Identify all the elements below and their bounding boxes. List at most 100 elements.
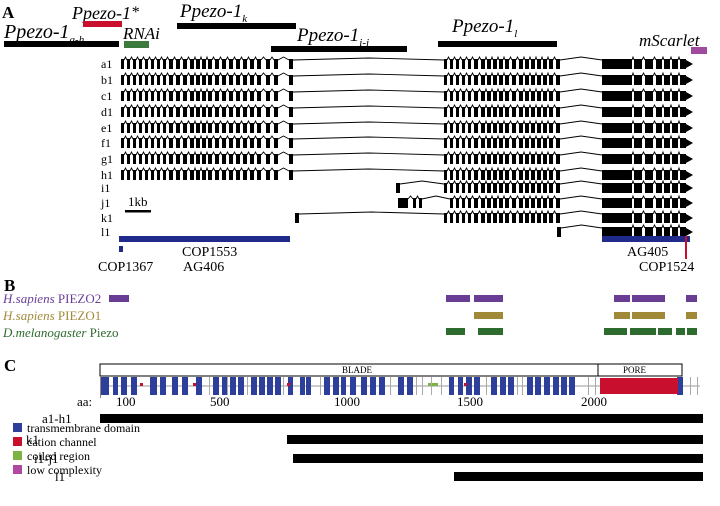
exon — [537, 198, 541, 208]
intron — [246, 103, 251, 109]
intron — [490, 103, 494, 109]
intron — [559, 56, 603, 61]
arrow-tip — [686, 199, 693, 207]
intron — [147, 71, 152, 77]
exon — [634, 198, 642, 208]
exon — [462, 170, 465, 180]
intron — [232, 134, 237, 140]
exon — [190, 91, 194, 101]
deletion-bar-ag405 — [602, 236, 690, 242]
exon — [602, 91, 632, 101]
exon — [145, 138, 148, 148]
exon — [512, 213, 516, 223]
exon — [672, 75, 678, 85]
intron — [147, 134, 152, 140]
intron — [669, 87, 673, 93]
intron — [253, 55, 258, 61]
exon — [549, 154, 553, 164]
exon — [493, 183, 497, 193]
intron — [172, 87, 177, 93]
exon — [487, 138, 491, 148]
legend-swatch — [13, 451, 22, 460]
exon — [672, 91, 678, 101]
intron — [421, 195, 451, 200]
exon — [289, 91, 293, 101]
exon — [634, 107, 642, 117]
intron — [193, 87, 197, 93]
transmembrane-domain — [553, 377, 559, 395]
exon — [525, 123, 529, 133]
exon — [531, 123, 535, 133]
intron — [522, 71, 526, 77]
exon — [215, 75, 219, 85]
exon — [266, 170, 270, 180]
exon — [543, 183, 547, 193]
intron — [669, 134, 673, 140]
intron — [292, 105, 445, 109]
intron — [661, 209, 665, 215]
exon — [257, 138, 261, 148]
intron — [269, 167, 275, 172]
probe-label-mscarlet: mScarlet — [639, 31, 701, 50]
intron — [260, 151, 267, 156]
exon — [266, 75, 270, 85]
exon — [525, 91, 529, 101]
intron — [522, 194, 526, 200]
exon — [634, 213, 642, 223]
intron — [540, 194, 544, 200]
probe-bar-ppezo-ij — [271, 46, 407, 52]
exon — [519, 107, 523, 117]
intron — [477, 119, 482, 125]
intron — [211, 119, 216, 125]
intron — [502, 194, 506, 200]
intron — [484, 209, 488, 215]
intron — [534, 150, 538, 156]
exon — [531, 107, 535, 117]
isoform-label: e1 — [101, 121, 112, 135]
intron — [522, 150, 526, 156]
exon — [474, 183, 478, 193]
intron — [292, 57, 445, 61]
exon — [163, 59, 166, 69]
intron — [470, 194, 475, 200]
species-label-dm-piezo: D.melanogaster Piezo — [2, 325, 119, 340]
intron — [470, 150, 475, 156]
intron — [540, 134, 544, 140]
intron — [508, 119, 513, 125]
intron — [522, 134, 526, 140]
intron — [225, 166, 230, 172]
legend-swatch — [13, 437, 22, 446]
intron — [464, 179, 469, 185]
exon — [680, 91, 686, 101]
intron — [147, 166, 152, 172]
exon — [468, 59, 471, 69]
exon — [202, 138, 206, 148]
low-complexity-mark — [193, 383, 196, 386]
intron — [153, 166, 158, 172]
homology-block-1 — [614, 312, 630, 319]
exon — [602, 59, 632, 69]
intron — [502, 134, 506, 140]
intron — [135, 166, 140, 172]
transmembrane-domain — [474, 377, 480, 395]
intron — [534, 87, 538, 93]
intron — [552, 209, 557, 215]
exon — [257, 91, 261, 101]
exon — [236, 138, 240, 148]
exon — [236, 154, 240, 164]
exon — [274, 154, 278, 164]
exon — [229, 154, 233, 164]
exon — [196, 91, 200, 101]
exon — [243, 91, 247, 101]
exon — [634, 154, 642, 164]
exon — [645, 123, 653, 133]
exon — [202, 154, 206, 164]
intron — [540, 209, 544, 215]
intron — [129, 103, 134, 109]
isoform-label: i1 — [101, 181, 110, 195]
intron — [677, 71, 681, 77]
transmembrane-domain — [341, 377, 346, 395]
exon — [163, 91, 166, 101]
intron — [552, 194, 557, 200]
